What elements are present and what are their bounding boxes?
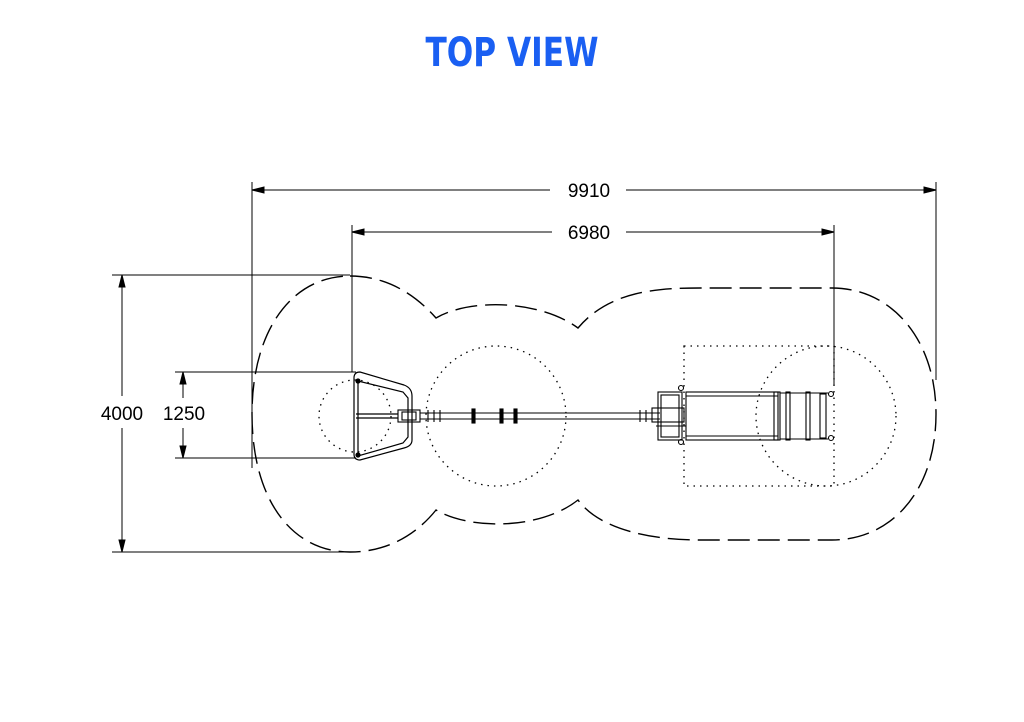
page-title: TOP VIEW (425, 30, 599, 76)
extension-lines (112, 182, 937, 553)
dimension-lines (118, 186, 937, 553)
slide-zone (683, 345, 835, 487)
seat-width-label: 1250 (163, 404, 205, 425)
seat-frame (353, 371, 413, 461)
right-swing-zone (755, 345, 897, 487)
overall-length-label: 9910 (568, 181, 610, 202)
left-swing-zone (318, 379, 392, 453)
equipment-length-label: 6980 (568, 223, 610, 244)
safety-zone-outline (251, 275, 937, 553)
slide-assembly (651, 384, 835, 446)
motion-zones (318, 345, 897, 487)
center-beam (397, 408, 660, 424)
center-swing-zone (425, 345, 567, 487)
overall-width-label: 4000 (101, 404, 143, 425)
